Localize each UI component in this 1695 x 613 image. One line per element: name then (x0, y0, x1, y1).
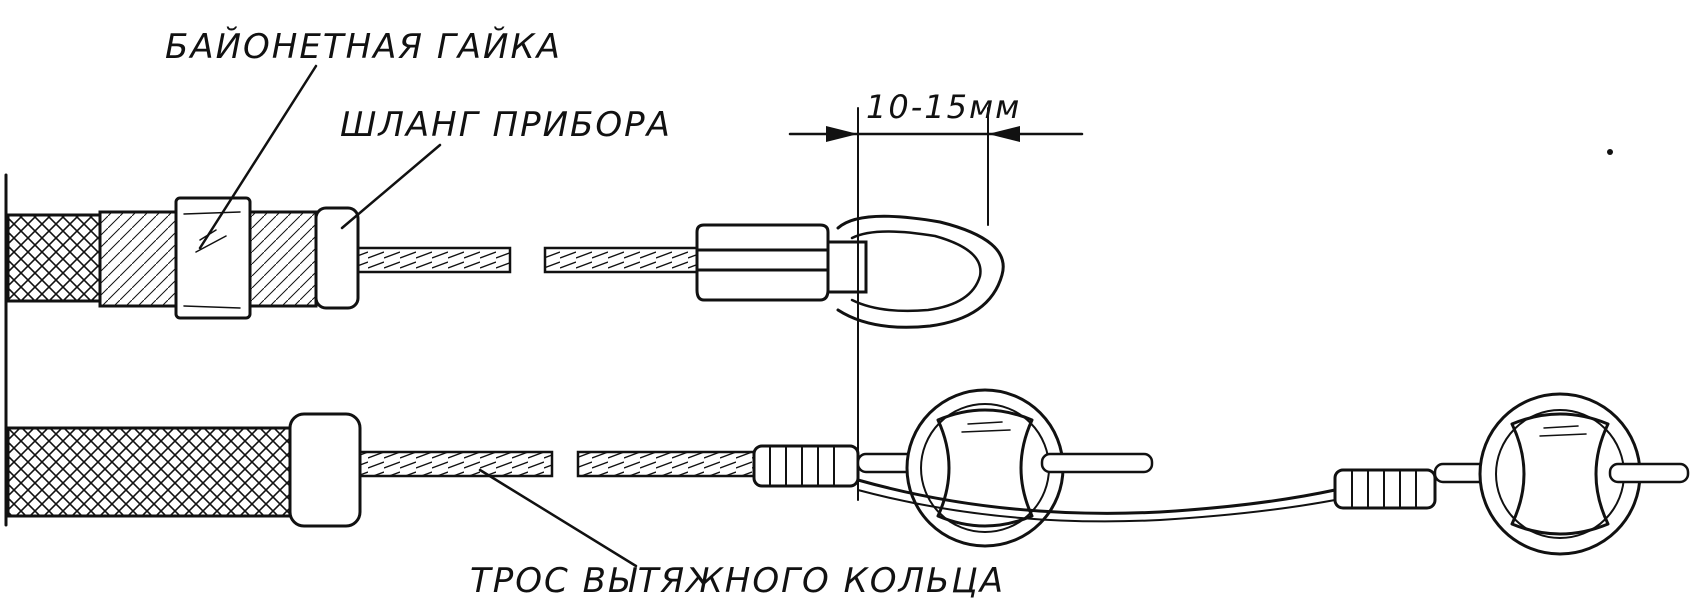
pull-ring-2 (1478, 392, 1642, 556)
leader-bayonet-nut (198, 64, 318, 250)
top-braided-hose (6, 213, 102, 303)
dim-arrow-left (826, 126, 858, 142)
top-thimble-loop (836, 214, 1005, 329)
top-collar (314, 206, 360, 310)
bottom-cable-mid (576, 450, 756, 478)
leader-device-hose (340, 143, 442, 230)
bottom-pin-1b (1040, 452, 1154, 474)
bottom-binding-1 (752, 444, 860, 488)
bottom-braided-hose (6, 426, 292, 518)
top-hex-nut (695, 223, 830, 302)
stray-mark (1607, 149, 1613, 155)
top-ferrule (826, 240, 868, 294)
bottom-cable-left (358, 450, 554, 478)
bottom-cable-sag (856, 478, 1337, 515)
dimension-annotation (788, 107, 1084, 501)
bottom-assembly (6, 388, 1690, 556)
bottom-collar (288, 412, 362, 528)
bottom-binding-2 (1333, 468, 1437, 510)
top-cable-left (356, 246, 512, 274)
dim-arrow-right (988, 126, 1020, 142)
top-assembly (6, 196, 1005, 329)
label-device-hose: ШЛАНГ ПРИБОРА (340, 105, 672, 145)
label-dimension: 10-15мм (866, 88, 1021, 126)
bottom-pin-2b (1608, 462, 1690, 484)
top-fitting-body (98, 210, 178, 308)
top-sleeve (248, 210, 318, 308)
label-bayonet-nut: БАЙОНЕТНАЯ ГАЙКА (165, 26, 562, 67)
bayonet-nut (174, 196, 252, 320)
top-cable-right (543, 246, 699, 274)
leader-pull-ring-cable (478, 468, 638, 568)
pull-ring-1 (905, 388, 1065, 548)
label-pull-ring-cable: ТРОС ВЫТЯЖНОГО КОЛЬЦА (470, 561, 1005, 601)
